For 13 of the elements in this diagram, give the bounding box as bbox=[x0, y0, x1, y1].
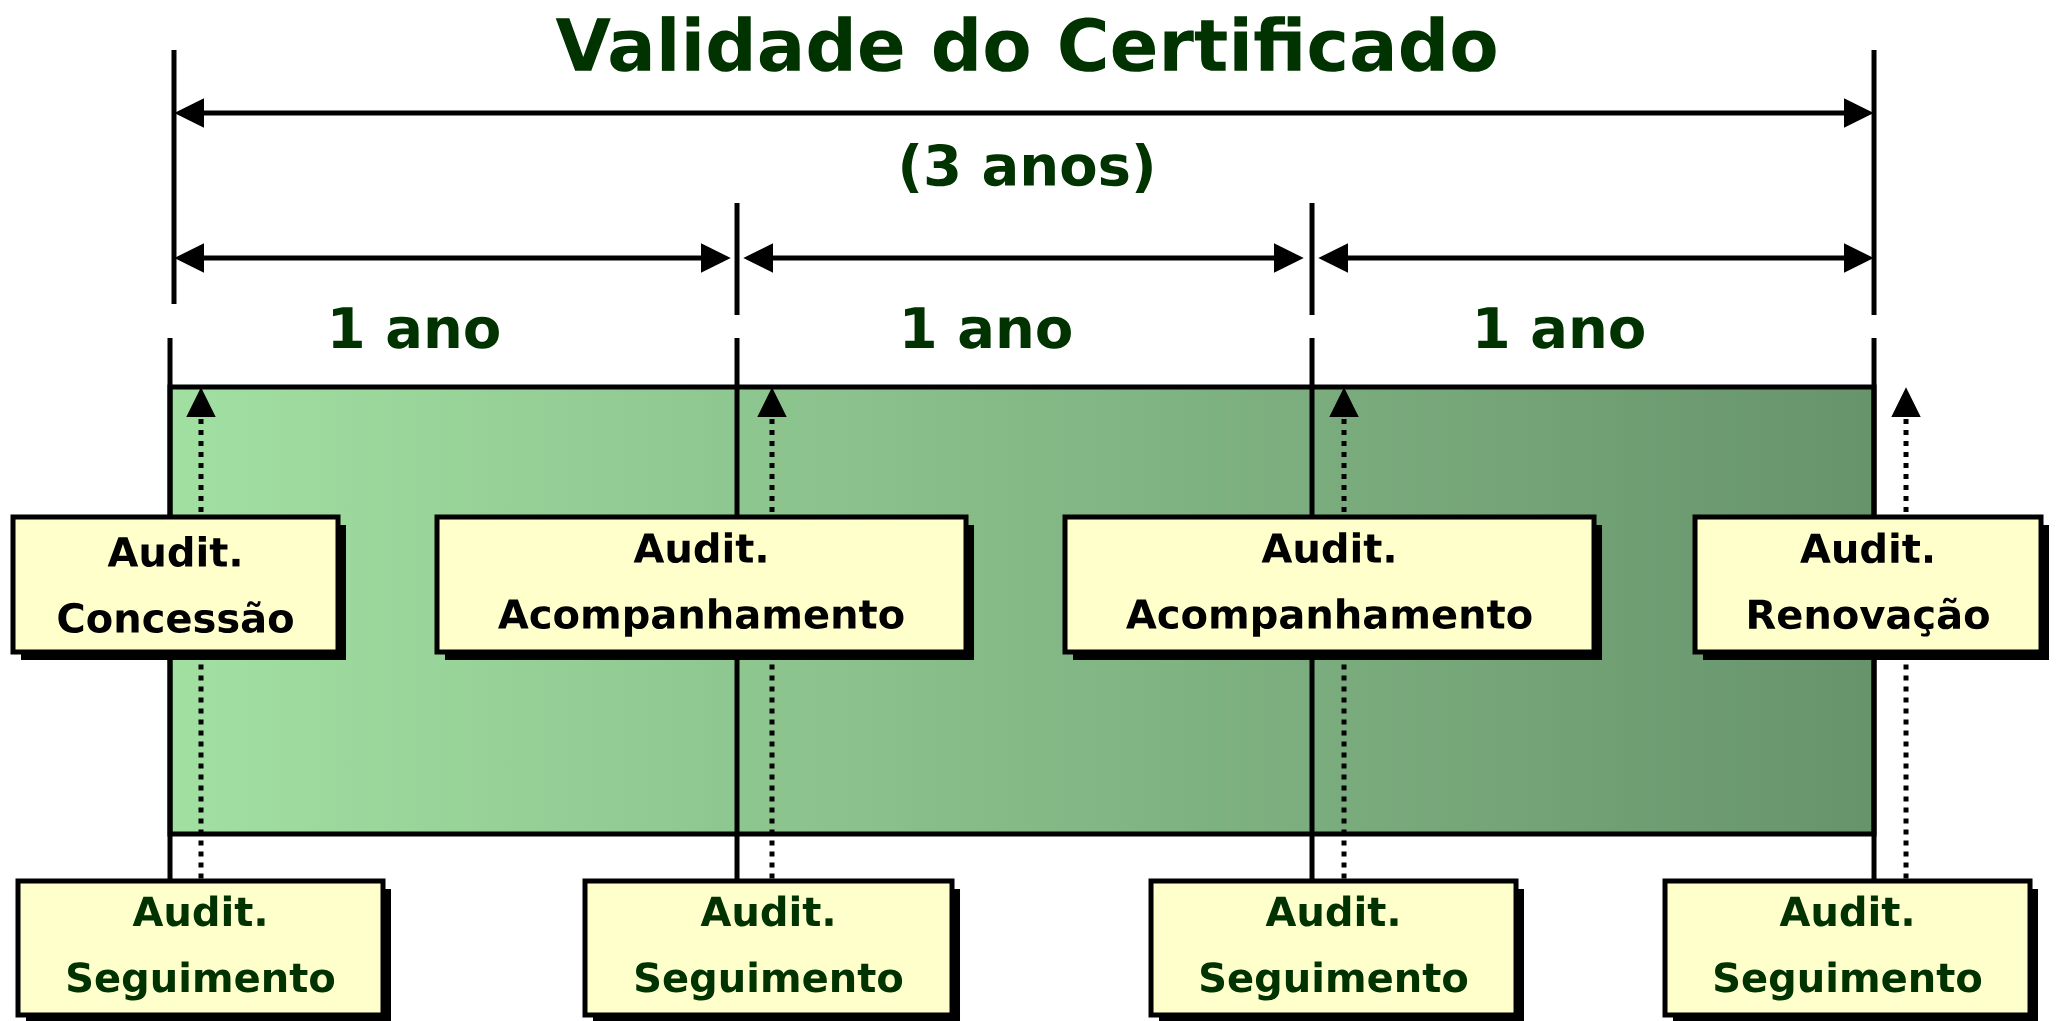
audit-box: Audit. Seguimento bbox=[582, 878, 960, 1021]
audit-box: Audit. Acompanhamento bbox=[1062, 514, 1602, 660]
duration-label: 1 ano bbox=[1478, 307, 1644, 349]
duration-label: 1 ano bbox=[333, 307, 499, 349]
audit-box: Audit. Acompanhamento bbox=[434, 514, 974, 660]
audit-box: Audit. Seguimento bbox=[1148, 878, 1524, 1021]
audit-box: Audit. Renovação bbox=[1692, 514, 2049, 660]
audit-box: Audit. Concessão bbox=[10, 514, 346, 660]
audit-box: Audit. Seguimento bbox=[15, 878, 391, 1021]
audit-box: Audit. Seguimento bbox=[1662, 878, 2038, 1021]
duration-label: 1 ano bbox=[905, 307, 1071, 349]
title: Validade do Certificado bbox=[555, 16, 1496, 72]
duration-label: (3 anos) bbox=[902, 143, 1152, 193]
